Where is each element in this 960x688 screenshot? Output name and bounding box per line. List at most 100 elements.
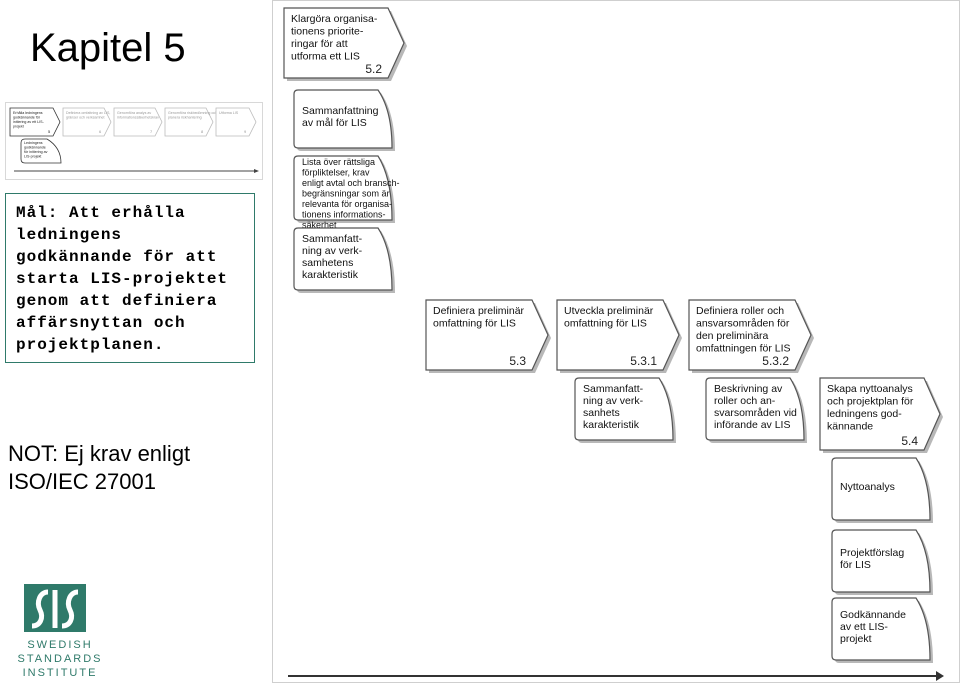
- thumbnail-step-arrow: Genomföra analys avinformationssäkerhets…: [113, 107, 163, 137]
- step-label: och projektplan för: [827, 396, 914, 408]
- thumbnail-step-number: 7: [150, 129, 153, 134]
- step-label: omfattningen för LIS: [696, 343, 791, 355]
- step-number: 5.3.2: [762, 354, 789, 368]
- thumbnail-step-number: 6: [99, 129, 102, 134]
- document-label: projekt: [840, 633, 872, 645]
- output-document: Sammanfatt-ning av verk-samhetenskarakte…: [293, 227, 395, 293]
- logo-text-line: STANDARDS: [17, 653, 103, 665]
- thumbnail-step-label: planera riskhantering: [168, 116, 202, 120]
- thumbnail-document-label: Ledningens: [24, 141, 43, 145]
- thumbnail-step-number: 8: [201, 129, 204, 134]
- thumbnail-step-label: Utforma LIS: [219, 111, 239, 115]
- thumbnail-step-label: godkännande för: [13, 116, 41, 120]
- step-label: tionens priorite-: [291, 26, 364, 38]
- logo-text-line: SWEDISH: [27, 639, 93, 651]
- page-title: Kapitel 5: [30, 26, 186, 70]
- output-document: Nyttoanalys: [831, 457, 933, 523]
- step-label: den preliminära: [696, 330, 769, 342]
- document-label: införande av LIS: [714, 419, 790, 431]
- document-label: förpliktelser, krav: [302, 168, 370, 178]
- thumbnail-step-number: 9: [244, 129, 247, 134]
- thumbnail-step-label: projekt: [13, 125, 24, 129]
- document-label: Sammanfatt-: [583, 383, 644, 395]
- document-label: Beskrivning av: [714, 383, 783, 395]
- document-label: samhetens: [302, 257, 353, 269]
- sis-logo: SWEDISH STANDARDS INSTITUTE: [10, 582, 110, 682]
- sis-logo-mark: [24, 584, 86, 632]
- note-line-1: NOT: Ej krav enligt: [8, 441, 191, 466]
- document-label: relevanta för organisa-: [302, 199, 392, 209]
- note: NOT: Ej krav enligt ISO/IEC 27001: [8, 440, 190, 496]
- step-label: Skapa nyttoanalys: [827, 383, 913, 395]
- document-label: av ett LIS-: [840, 621, 888, 633]
- document-label: Projektförslag: [840, 547, 904, 559]
- step-label: ledningens god-: [827, 408, 902, 420]
- step-label: Definiera roller och: [696, 305, 784, 317]
- document-label: ning av verk-: [302, 245, 363, 257]
- document-label: enligt avtal och bransch-: [302, 178, 400, 188]
- step-label: Utveckla preliminär: [564, 305, 654, 317]
- thumbnail-document-label: godkännande: [24, 146, 46, 150]
- step-label: Definiera preliminär: [433, 305, 525, 317]
- step-label: Klargöra organisa-: [291, 13, 378, 25]
- step-number: 5.4: [901, 434, 918, 448]
- timeline-arrowhead: [936, 671, 944, 681]
- thumbnail-document-label: LIS-projekt: [24, 155, 41, 159]
- thumbnail-document-label: för initiering av: [24, 150, 48, 154]
- thumbnail-step-arrow: Utforma LIS 9: [215, 107, 257, 137]
- document-label: Sammanfatt-: [302, 233, 363, 245]
- document-label: Nyttoanalys: [840, 481, 895, 493]
- thumbnail-step-label: Erhålla ledningens: [13, 111, 43, 115]
- step-number: 5.3.1: [630, 354, 657, 368]
- document-label: av mål för LIS: [302, 117, 367, 129]
- step-number: 5.3: [509, 354, 526, 368]
- document-label: roller och an-: [714, 395, 776, 407]
- document-label: tionens informations-: [302, 210, 386, 220]
- document-label: Godkännande: [840, 609, 906, 621]
- thumbnail-step-label: initiering av ett LIS-: [13, 120, 45, 124]
- step-label: ringar för att: [291, 38, 348, 50]
- process-arrow-5-2: Klargöra organisa-tionens priorite-ringa…: [283, 7, 407, 81]
- step-label: utforma ett LIS: [291, 51, 360, 63]
- thumbnail-step-label: informationssäkerhetskrav: [117, 116, 159, 120]
- document-label: för LIS: [840, 559, 871, 571]
- document-label: Lista över rättsliga: [302, 157, 375, 167]
- document-label: karakteristik: [302, 269, 359, 281]
- document-label: säkerhet: [302, 220, 337, 230]
- document-label: ning av verk-: [583, 395, 644, 407]
- thumbnail-step-number: 5: [48, 129, 51, 134]
- document-label: sanhets: [583, 407, 620, 419]
- goal-text: Mål: Att erhålla ledningens godkännande …: [16, 204, 229, 354]
- document-label: karakteristik: [583, 419, 640, 431]
- document-label: begränsningar som är: [302, 189, 390, 199]
- step-label: ansvarsområden för: [696, 318, 790, 330]
- thumbnail-step-label: gränser och verksamhet: [66, 116, 105, 120]
- step-label: omfattning för LIS: [433, 318, 516, 330]
- step-label: omfattning för LIS: [564, 318, 647, 330]
- thumbnail-step-arrow: Definiera omfattning av LIS,gränser och …: [62, 107, 112, 137]
- document-label: svarsområden vid: [714, 407, 797, 419]
- step-number: 5.2: [365, 62, 382, 76]
- thumbnail-step-label: Genomföra analys av: [117, 111, 151, 115]
- logo-text-line: INSTITUTE: [22, 667, 98, 679]
- process-diagram: Klargöra organisa-tionens priorite-ringa…: [272, 0, 960, 683]
- thumbnail-timeline-arrowhead: [254, 169, 259, 173]
- thumbnail-step-label: Genomföra riskbedömning och: [168, 111, 217, 115]
- output-document: Sammanfatt-ning av verk-sanhetskarakteri…: [574, 377, 676, 443]
- note-line-2: ISO/IEC 27001: [8, 469, 156, 494]
- step-label: kännande: [827, 421, 873, 433]
- goal-box: Mål: Att erhålla ledningens godkännande …: [5, 193, 255, 363]
